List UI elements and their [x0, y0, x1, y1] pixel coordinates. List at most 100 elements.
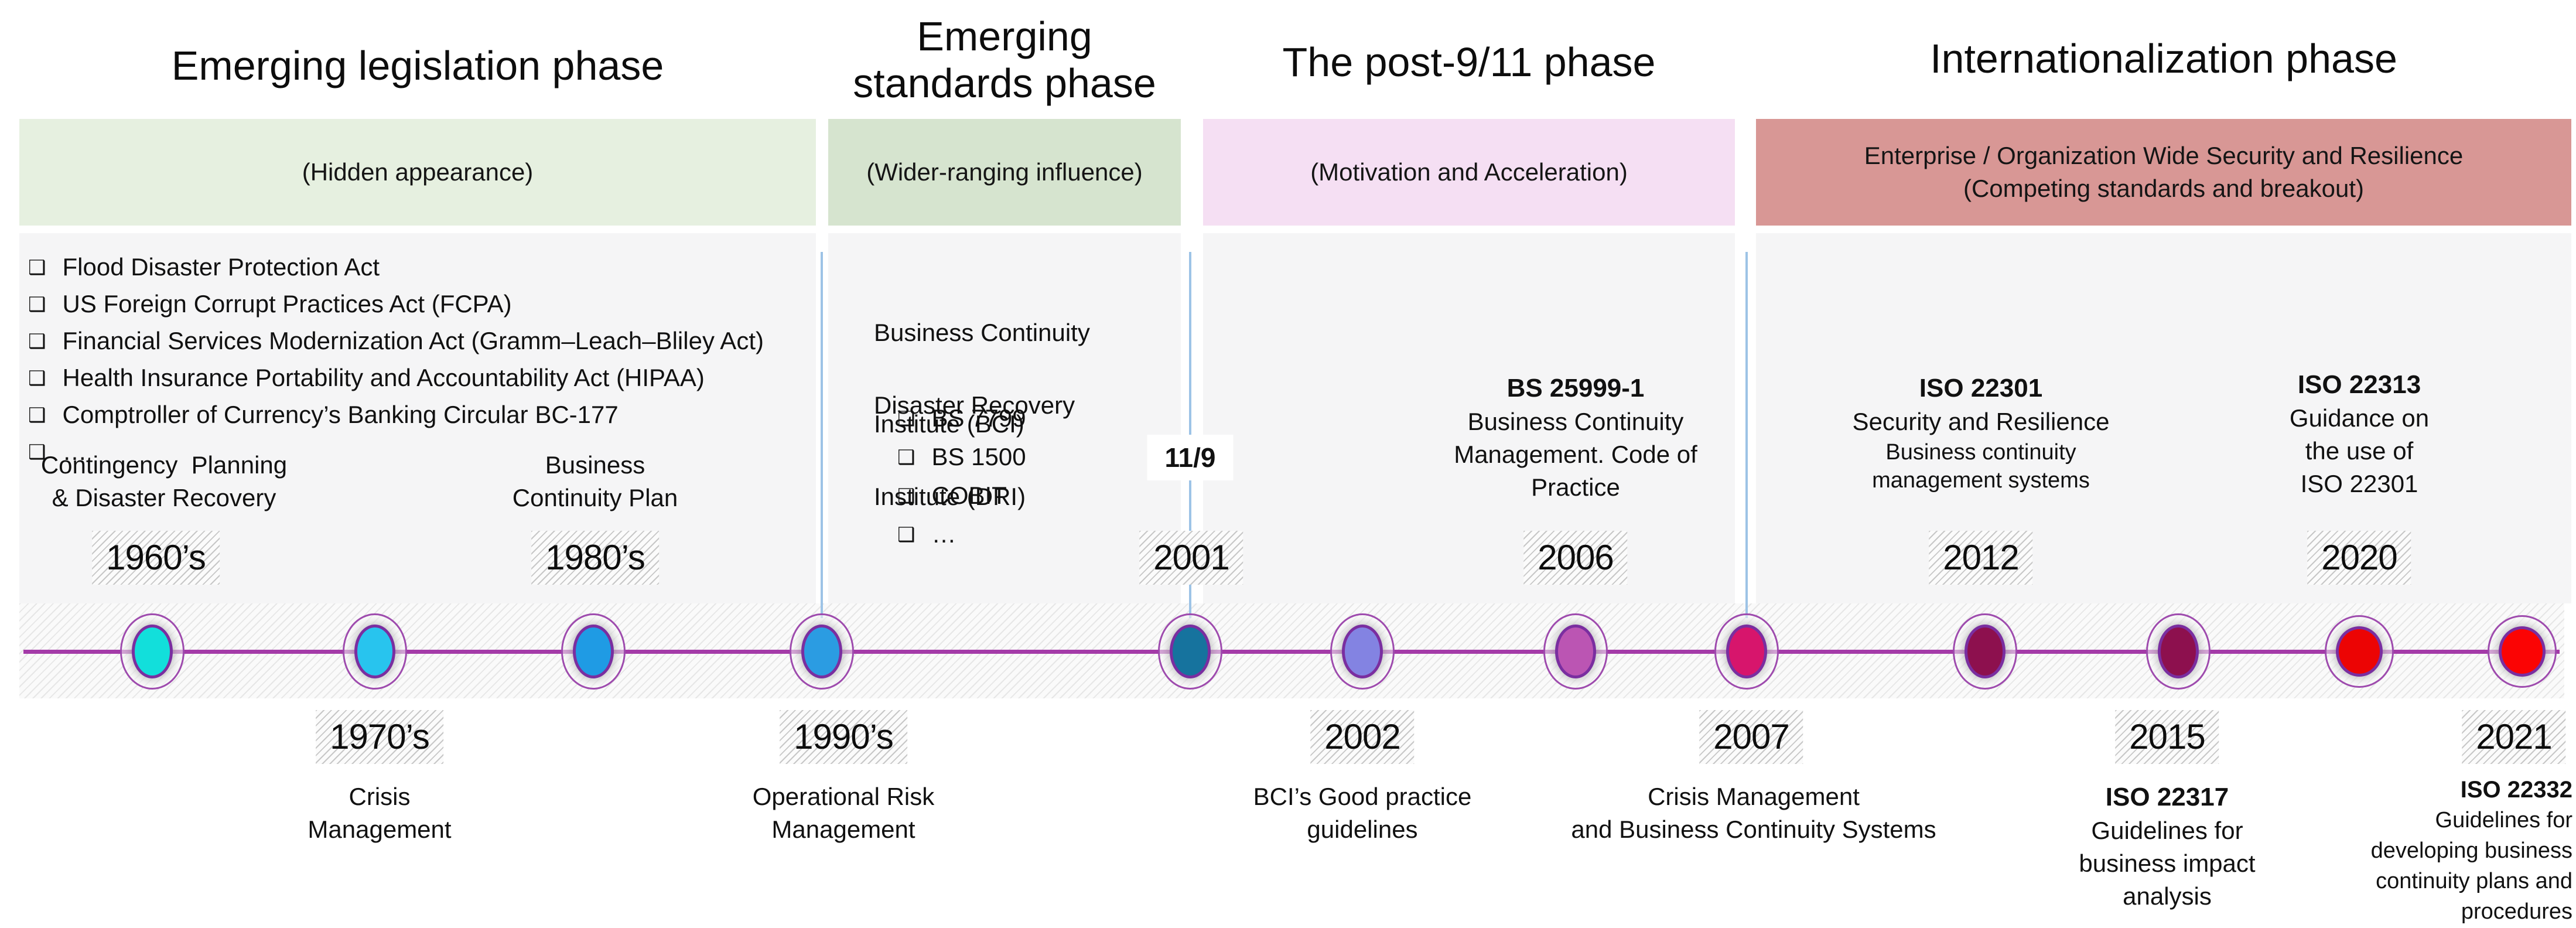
- band-motivation-acceleration: (Motivation and Acceleration): [1203, 119, 1735, 226]
- checkbox-bullet-icon: ❑: [28, 441, 46, 463]
- note-line: analysis: [2123, 882, 2212, 910]
- timeline-dot-fill: [1726, 625, 1767, 678]
- year-label-1980s: 1980’s: [531, 531, 659, 585]
- timeline-dot-fill: [1342, 625, 1383, 678]
- list-item: ❑ Financial Services Modernization Act (…: [28, 327, 764, 364]
- note-line: the use of: [2305, 437, 2414, 465]
- timeline-dot-2001: [1158, 613, 1222, 690]
- note-title: ISO 22313: [2297, 370, 2421, 399]
- note-iso22301: ISO 22301 Security and Resilience Busine…: [1853, 371, 2110, 494]
- note-line: and Business Continuity Systems: [1571, 816, 1936, 843]
- panel-phase-3: [1203, 233, 1735, 603]
- bci-line: Business Continuity: [874, 319, 1090, 346]
- note-line: Continuity Plan: [512, 484, 678, 511]
- note-line: Business: [545, 451, 645, 479]
- year-label-2001: 2001: [1139, 531, 1243, 585]
- list-item: ❑ Comptroller of Currency’s Banking Circ…: [28, 401, 764, 438]
- note-crisis-management: Crisis Management: [308, 780, 451, 846]
- phase-title-emerging-standards: Emerging standards phase: [828, 13, 1181, 107]
- note-title: ISO 22301: [1919, 374, 2043, 402]
- checkbox-bullet-icon: ❑: [897, 446, 915, 469]
- note-line: & Disaster Recovery: [52, 484, 276, 511]
- timeline-dot-2002: [1330, 613, 1395, 690]
- timeline-dot-2021: [2488, 615, 2557, 688]
- note-line: guidelines: [1307, 816, 1418, 843]
- note-bci-good-practice: BCI’s Good practice guidelines: [1253, 780, 1472, 846]
- list-item: ❑ COBIT: [897, 482, 1026, 520]
- list-item-label: BS 1500: [931, 443, 1026, 470]
- note-iso22332: ISO 22332 Guidelines for developing busi…: [2371, 775, 2572, 927]
- timeline-dot-2007: [1714, 613, 1779, 690]
- phase-title-line: standards phase: [853, 60, 1156, 106]
- band-subtitle: (Wider-ranging influence): [866, 158, 1143, 186]
- dri-label: Disaster Recovery Institute (DRI): [874, 329, 1075, 573]
- panel-phase-2: [828, 233, 1181, 603]
- timeline-dot-1960s: [120, 613, 185, 690]
- band-subtitle-line: Enterprise / Organization Wide Security …: [1864, 142, 2464, 169]
- checkbox-bullet-icon: ❑: [28, 404, 46, 427]
- note-line: procedures: [2461, 899, 2572, 924]
- timeline-dot-fill: [2158, 625, 2199, 678]
- list-item-label: Flood Disaster Protection Act: [62, 253, 380, 281]
- list-item: ❑ BS 7799: [897, 404, 1026, 443]
- nine-eleven-label: 11/9: [1147, 435, 1234, 480]
- dri-line: Institute (DRI): [874, 483, 1026, 510]
- timeline-dot-2006: [1543, 613, 1608, 690]
- timeline-line: [23, 650, 2560, 654]
- timeline-dot-fill: [801, 625, 842, 678]
- year-label-1960s: 1960’s: [92, 531, 220, 585]
- phase-title-emerging-legislation: Emerging legislation phase: [171, 43, 664, 88]
- list-item: ❑ BS 1500: [897, 443, 1026, 482]
- list-item: ❑ …: [897, 520, 1026, 559]
- band-subtitle: Enterprise / Organization Wide Security …: [1864, 139, 2463, 205]
- timeline-dot-1970s: [343, 613, 407, 690]
- note-bs25999: BS 25999-1 Business Continuity Managemen…: [1454, 371, 1697, 504]
- timeline-dot-fill: [1965, 625, 2006, 678]
- note-title: ISO 22317: [2105, 783, 2229, 811]
- note-line: Management: [771, 816, 915, 843]
- note-title: BS 25999-1: [1506, 374, 1645, 402]
- band-subtitle: (Hidden appearance): [302, 158, 534, 186]
- note-line: Crisis Management: [1648, 783, 1860, 810]
- legislation-list: ❑ Flood Disaster Protection Act ❑ US For…: [28, 253, 764, 475]
- list-item-label: Health Insurance Portability and Account…: [62, 364, 705, 391]
- note-line: ISO 22301: [2300, 470, 2418, 497]
- band-hidden-appearance: (Hidden appearance): [19, 119, 816, 226]
- year-label-2006: 2006: [1523, 531, 1628, 585]
- timeline-dot-fill: [132, 625, 173, 678]
- timeline-dot-fill: [573, 625, 614, 678]
- band-enterprise-security-resilience: Enterprise / Organization Wide Security …: [1756, 119, 2571, 226]
- timeline-dot-2020: [2325, 615, 2394, 688]
- timeline-dot-fill: [2499, 626, 2546, 677]
- checkbox-bullet-icon: ❑: [897, 485, 915, 507]
- checkbox-bullet-icon: ❑: [28, 294, 46, 316]
- checkbox-bullet-icon: ❑: [897, 408, 915, 430]
- year-label-2020: 2020: [2307, 531, 2411, 585]
- note-line: continuity plans and: [2376, 869, 2572, 893]
- phase-title-internationalization: Internationalization phase: [1930, 36, 2397, 81]
- note-line: Operational Risk: [752, 783, 935, 810]
- note-iso22313: ISO 22313 Guidance on the use of ISO 223…: [2290, 368, 2429, 500]
- year-label-2012: 2012: [1929, 531, 2033, 585]
- year-label-2021: 2021: [2462, 710, 2566, 764]
- note-line: Crisis: [349, 783, 411, 810]
- note-line: Security and Resilience: [1852, 408, 2110, 435]
- note-line: BCI’s Good practice: [1253, 783, 1472, 810]
- list-item-label: …: [931, 520, 956, 548]
- bci-line: Institute (BCI): [874, 410, 1024, 438]
- standards-list: ❑ BS 7799 ❑ BS 1500 ❑ COBIT ❑ …: [897, 404, 1026, 559]
- note-line: developing business: [2370, 838, 2572, 863]
- timeline-dot-fill: [1555, 625, 1596, 678]
- checkbox-bullet-icon: ❑: [28, 367, 46, 390]
- checkbox-bullet-icon: ❑: [897, 524, 915, 546]
- list-item: ❑ …: [28, 438, 764, 475]
- note-line: Guidance on: [2289, 404, 2430, 432]
- phase-title-line: Emerging: [917, 13, 1092, 59]
- timeline-dot-fill: [354, 625, 395, 678]
- note-line: Business Continuity: [1467, 408, 1684, 435]
- timeline-dot-fill: [2336, 626, 2383, 677]
- dri-line: Disaster Recovery: [874, 391, 1075, 419]
- checkbox-bullet-icon: ❑: [28, 257, 46, 279]
- note-contingency-planning: Contingency Planning & Disaster Recovery: [41, 449, 287, 514]
